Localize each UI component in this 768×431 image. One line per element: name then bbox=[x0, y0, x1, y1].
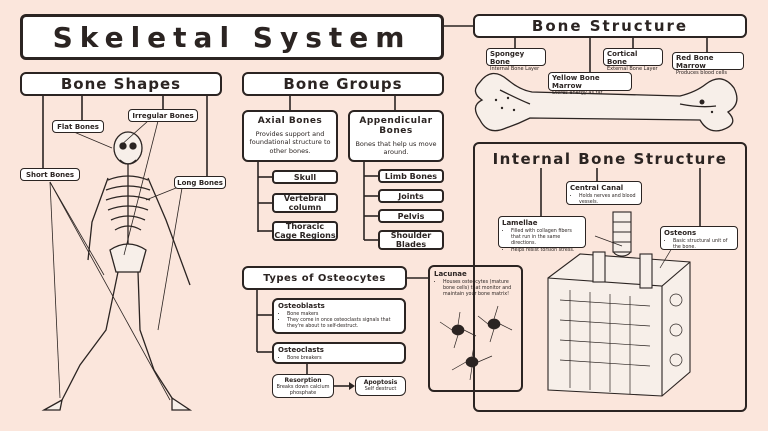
red-marrow-title: Red Bone Marrow bbox=[676, 54, 714, 70]
yellow-marrow-title: Yellow Bone Marrow bbox=[552, 74, 600, 90]
bone-groups-header: Bone Groups bbox=[242, 72, 444, 96]
cortical-bone-callout: Cortical Bone External Bone Layer bbox=[603, 48, 663, 72]
bone-structure-header: Bone Structure bbox=[473, 14, 747, 38]
osteons-callout: Osteons Basic structural unit of the bon… bbox=[660, 226, 738, 250]
types-of-osteocytes-header: Types of Osteocytes bbox=[242, 266, 407, 290]
axial-bones-panel: Axial Bones Provides support and foundat… bbox=[242, 110, 338, 162]
long-bones-label: Long Bones bbox=[174, 176, 226, 189]
apoptosis-panel: Apoptosis Self destruct bbox=[355, 376, 406, 396]
osteon-illustration bbox=[547, 211, 691, 397]
internal-bone-structure-header: Internal Bone Structure bbox=[492, 150, 728, 168]
bone-shapes-header: Bone Shapes bbox=[20, 72, 222, 96]
spongey-bone-note: Internal Bone Layer bbox=[490, 66, 540, 72]
apoptosis-title: Apoptosis bbox=[363, 379, 398, 386]
osteoclasts-title: Osteoclasts bbox=[278, 346, 324, 354]
lacunae-note: Houses osteocytes (mature bone cells) th… bbox=[443, 280, 517, 299]
axial-item-vertebral-column: Vertebral column bbox=[272, 193, 338, 213]
osteoclasts-note: Bone breakers bbox=[287, 356, 400, 362]
flat-bones-label: Flat Bones bbox=[52, 120, 104, 133]
lamellae-title: Lamellae bbox=[502, 219, 538, 227]
internal-bone-structure-panel: Internal Bone Structure bbox=[473, 142, 747, 412]
appendicular-bones-title: Appendicular Bones bbox=[359, 116, 433, 136]
appendicular-bones-panel: Appendicular Bones Bones that help us mo… bbox=[348, 110, 444, 162]
axial-bones-title: Axial Bones bbox=[257, 116, 323, 126]
osteons-note: Basic structural unit of the bone. bbox=[673, 239, 734, 251]
skeleton-illustration bbox=[41, 131, 193, 411]
yellow-marrow-callout: Yellow Bone Marrow Stores energy as fat bbox=[548, 72, 632, 96]
cortical-bone-title: Cortical Bone bbox=[607, 50, 638, 66]
red-marrow-note: Produces blood cells bbox=[676, 70, 727, 76]
red-marrow-callout: Red Bone Marrow Produces blood cells bbox=[672, 52, 744, 76]
axial-item-thoracic-cage: Thoracic Cage Regions bbox=[272, 221, 338, 241]
osteoblasts-panel: Osteoblasts Bone makers They come in onc… bbox=[272, 298, 406, 334]
spongey-bone-callout: Spongey Bone Internal Bone Layer bbox=[486, 48, 546, 72]
lamellae-callout: Lamellae Filled with collagen fibers tha… bbox=[498, 216, 586, 253]
central-canal-note: Holds nerves and blood vessels. bbox=[579, 194, 638, 206]
osteoblasts-note: Bone makers bbox=[287, 312, 400, 318]
appendicular-item-pelvis: Pelvis bbox=[378, 209, 444, 223]
osteoblasts-title: Osteoblasts bbox=[278, 302, 325, 310]
irregular-bones-label: Irregular Bones bbox=[128, 109, 198, 122]
appendicular-item-shoulder-blades: Shoulder Blades bbox=[378, 230, 444, 250]
resorption-desc: Breaks down calcium phosphate bbox=[276, 384, 330, 397]
apoptosis-desc: Self destruct bbox=[364, 386, 397, 392]
central-canal-title: Central Canal bbox=[570, 184, 624, 192]
long-bone-illustration bbox=[474, 72, 738, 132]
lacunae-panel: Lacunae Houses osteocytes (mature bone c… bbox=[428, 265, 523, 392]
page-title: Skeletal System bbox=[20, 14, 444, 60]
resorption-panel: Resorption Breaks down calcium phosphate bbox=[272, 374, 334, 398]
lamellae-note: Filled with collagen fibers that run in … bbox=[511, 229, 582, 248]
axial-bones-desc: Provides support and foundational struct… bbox=[249, 130, 331, 155]
spongey-bone-title: Spongey Bone bbox=[490, 50, 525, 66]
appendicular-bones-desc: Bones that help us move around. bbox=[355, 140, 437, 157]
resorption-title: Resorption bbox=[284, 377, 322, 384]
short-bones-label: Short Bones bbox=[20, 168, 80, 181]
appendicular-item-joints: Joints bbox=[378, 189, 444, 203]
yellow-marrow-note: Stores energy as fat bbox=[552, 90, 603, 96]
lamellae-note: Helps resist torsion stress. bbox=[511, 248, 582, 254]
appendicular-item-limb-bones: Limb Bones bbox=[378, 169, 444, 183]
central-canal-callout: Central Canal Holds nerves and blood ves… bbox=[566, 181, 642, 205]
osteons-title: Osteons bbox=[664, 229, 697, 237]
lacunae-title: Lacunae bbox=[434, 270, 467, 278]
osteoclasts-panel: Osteoclasts Bone breakers bbox=[272, 342, 406, 364]
lacunae-cells-illustration bbox=[439, 305, 513, 381]
cortical-bone-note: External Bone Layer bbox=[607, 66, 658, 72]
axial-item-skull: Skull bbox=[272, 170, 338, 184]
osteoblasts-note: They come in once osteoclasts signals th… bbox=[287, 318, 400, 330]
